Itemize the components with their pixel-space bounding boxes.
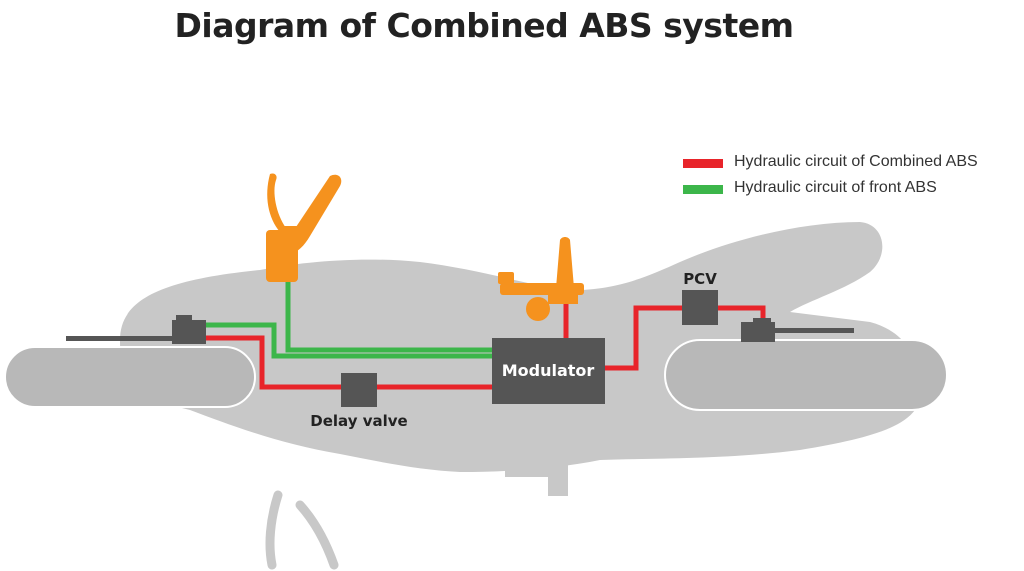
modulator: [492, 338, 605, 404]
front-caliper: [741, 322, 775, 342]
front-caliper-top: [753, 318, 771, 324]
delay-valve-label: Delay valve: [310, 412, 407, 430]
rear-caliper-top: [176, 315, 192, 321]
footrest: [548, 460, 568, 496]
foot-brake-pedal: [498, 237, 584, 321]
engine-block: [505, 455, 560, 477]
pcv-label: PCV: [683, 270, 717, 288]
pcv-valve: [682, 290, 718, 325]
modulator-label: Modulator: [502, 361, 595, 380]
rear-disc-bar: [66, 336, 176, 341]
legend-label-front: Hydraulic circuit of front ABS: [734, 179, 937, 196]
front-disc-bar: [772, 328, 854, 333]
hand-brake-lever: [266, 173, 342, 282]
delay-valve: [341, 373, 377, 407]
legend-swatch-green: [683, 185, 723, 194]
rear-caliper: [172, 320, 206, 344]
front-stand: [265, 490, 339, 570]
legend-label-combined: Hydraulic circuit of Combined ABS: [734, 153, 978, 170]
front-wheel: [664, 339, 948, 411]
legend-swatch-red: [683, 159, 723, 168]
diagram-title: Diagram of Combined ABS system: [174, 6, 794, 45]
rear-wheel: [4, 346, 256, 408]
front-abs-circuit: [205, 282, 492, 359]
